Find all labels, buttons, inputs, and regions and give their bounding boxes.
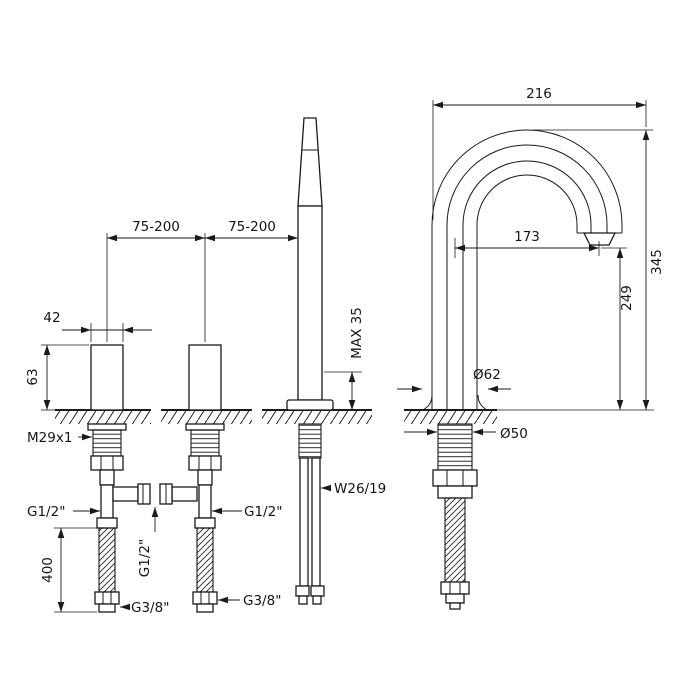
dim-handle-height: 63 — [25, 368, 41, 385]
dim-spacing-right: 75-200 — [228, 219, 276, 235]
countertop-section — [55, 409, 497, 424]
dim-max-deck-thickness: MAX 35 — [349, 307, 365, 359]
dim-spacing-left: 75-200 — [132, 219, 180, 235]
dim-reach-outlet: 173 — [514, 229, 540, 245]
valve-right — [159, 344, 225, 613]
label-g12-right: G1/2" — [244, 504, 282, 520]
label-g38-left: G3/8" — [131, 600, 169, 616]
dim-height-outlet: 249 — [619, 285, 635, 311]
dim-shank-diameter: Ø50 — [500, 426, 528, 442]
label-spout-shank-thread: W26/19 — [334, 481, 386, 497]
dim-hose-length: 400 — [40, 557, 56, 583]
dimension-annotations: 75-200 75-200 42 63 MAX 35 M29x1 G1/2" G… — [25, 86, 665, 616]
dim-handle-width: 42 — [43, 310, 60, 326]
dim-base-diameter: Ø62 — [473, 367, 501, 383]
label-g12-vertical: G1/2" — [137, 539, 153, 577]
spout-front-view — [286, 117, 334, 605]
dim-reach-overall: 216 — [526, 86, 552, 102]
label-valve-thread: M29x1 — [27, 430, 72, 446]
valve-left — [87, 344, 151, 613]
label-g12-left: G1/2" — [27, 504, 65, 520]
label-g38-right: G3/8" — [243, 593, 281, 609]
spout-side-view — [422, 129, 623, 610]
dim-height-overall: 345 — [649, 249, 665, 275]
